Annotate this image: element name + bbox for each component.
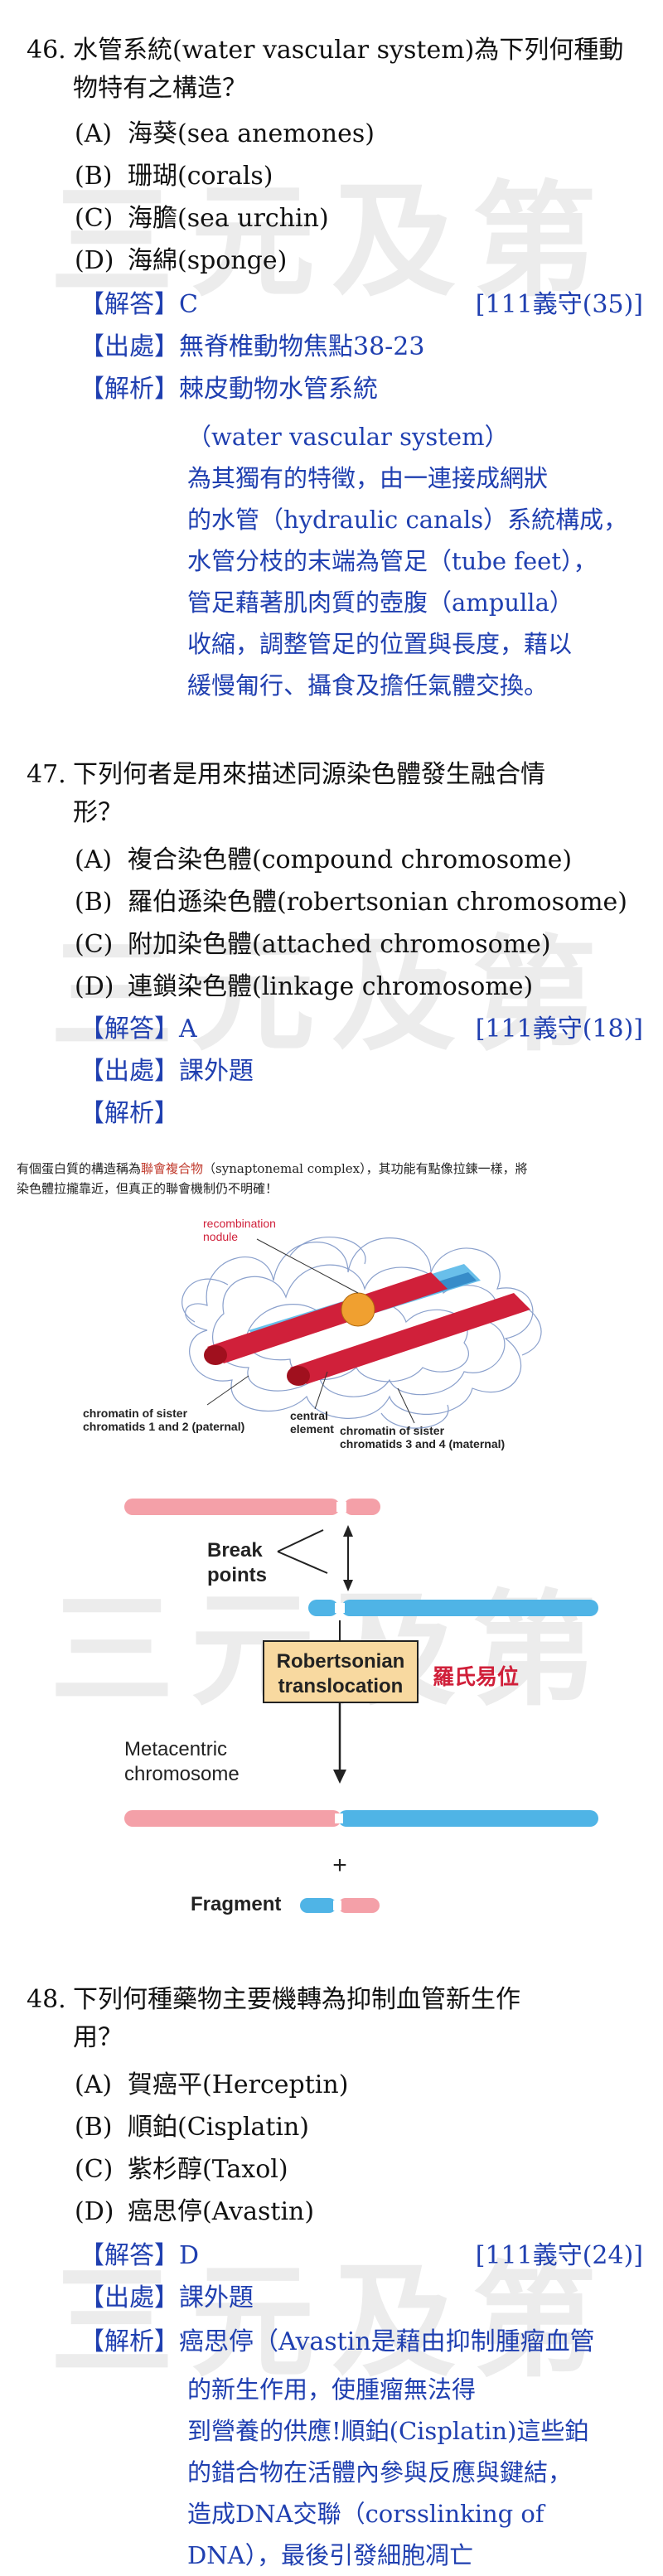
label-metacentric: Metacentric: [124, 1738, 227, 1760]
q46-option-d: (D)海綿(sponge): [75, 246, 288, 275]
label-break-points: points: [207, 1564, 267, 1586]
q47-stem: 47.下列何者是用來描述同源染色體發生融合情 形？: [27, 756, 640, 832]
chromatid-bars: [204, 1272, 530, 1386]
watermark-text: 三元及第: [49, 2250, 613, 2394]
q46-option-a: (A)海葵(sea anemones): [75, 119, 375, 148]
label-paternal: chromatin of sister: [83, 1407, 188, 1420]
watermark-text: 三元及第: [49, 924, 613, 1068]
q47-stem-line2: 形？: [73, 798, 123, 827]
box-label: Robertsonian: [277, 1650, 405, 1673]
box-label: translocation: [278, 1675, 404, 1697]
q47-option-a: (A)複合染色體(compound chromosome): [75, 845, 573, 874]
q48-explanation-head: 【解析】癌思停（Avastin是藉由抑制腫瘤血管: [80, 2327, 595, 2356]
q46-answer: 【解答】C [111義守(35)]: [80, 287, 643, 323]
note-highlight: 聯會複合物: [141, 1161, 204, 1176]
q47-option-c: (C)附加染色體(attached chromosome): [75, 930, 551, 959]
q48-answer-value: D: [179, 2241, 200, 2270]
label-break-points: Break: [207, 1539, 263, 1562]
q46-stem-line2: 物特有之構造？: [73, 74, 247, 103]
box-label-zh: 羅氏易位: [433, 1664, 519, 1689]
q47-stem-line1: 下列何者是用來描述同源染色體發生融合情: [73, 760, 545, 789]
q46-explanation-body: （water vascular system） 為其獨有的特徵，由一連接成網狀 …: [187, 423, 628, 700]
q46-number: 46.: [27, 36, 66, 65]
translocation-box: [263, 1640, 419, 1703]
recombination-nodule: [341, 1292, 375, 1327]
q48-stem-line2: 用？: [73, 2023, 123, 2052]
q48-reference: [111義守(24)]: [475, 2241, 643, 2270]
q46-answer-value: C: [179, 290, 198, 319]
q47-option-d: (D)連鎖染色體(linkage chromosome): [75, 972, 534, 1001]
label-metacentric: chromosome: [124, 1763, 240, 1785]
q48-number: 48.: [27, 1985, 66, 2014]
q46-reference: [111義守(35)]: [475, 290, 643, 319]
q47-source: 【出處】課外題: [80, 1057, 254, 1086]
q46-explanation-head: 【解析】棘皮動物水管系統: [80, 375, 378, 404]
q46-stem: 46.水管系統(water vascular system)為下列何種動 物特有…: [27, 31, 640, 108]
label-central-element: central: [290, 1409, 328, 1422]
watermark-text: 三元及第: [49, 170, 613, 314]
q48-option-c: (C)紫杉醇(Taxol): [75, 2155, 288, 2184]
chromosome-blue: [308, 1600, 598, 1616]
label-recombination-nodule: nodule: [203, 1230, 238, 1243]
q46-source: 【出處】無脊椎動物焦點38-23: [80, 332, 425, 361]
q47-answer: 【解答】A [111義守(18)]: [80, 1011, 643, 1048]
label-maternal: chromatin of sister: [340, 1424, 445, 1437]
robertsonian-translocation-figure: Break points Robertsonian translocation …: [124, 1499, 598, 1915]
q46-option-c: (C)海膽(sea urchin): [75, 204, 329, 233]
q48-option-a: (A)賀癌平(Herceptin): [75, 2070, 349, 2099]
label-fragment: Fragment: [191, 1893, 281, 1915]
chromatin-loops: [181, 1237, 542, 1429]
synaptonemal-complex-figure: recombination nodule chromatin of sister…: [83, 1217, 542, 1450]
q48-answer: 【解答】D [111義守(24)]: [80, 2238, 643, 2274]
label-central-element: element: [290, 1422, 334, 1436]
q48-explanation-body: 的新生作用，使腫瘤無法得 到營養的供應!順鉑(Cisplatin)這些鉑 的錯合…: [187, 2375, 589, 2569]
q48-stem-line1: 下列何種藥物主要機轉為抑制血管新生作: [73, 1985, 520, 2014]
q47-answer-value: A: [179, 1014, 197, 1043]
label-maternal: chromatids 3 and 4 (maternal): [340, 1437, 505, 1450]
q47-explanation-head: 【解析】: [80, 1099, 179, 1128]
q48-option-d: (D)癌思停(Avastin): [75, 2197, 315, 2226]
q48-option-b: (B)順鉑(Cisplatin): [75, 2113, 310, 2142]
q48-stem: 48.下列何種藥物主要機轉為抑制血管新生作 用？: [27, 1981, 640, 2057]
q46-option-b: (B)珊瑚(corals): [75, 162, 273, 191]
q48-source: 【出處】課外題: [80, 2283, 254, 2312]
q47-number: 47.: [27, 760, 66, 789]
fragment-chromosome: [300, 1898, 380, 1913]
label-recombination-nodule: recombination: [203, 1217, 276, 1230]
plus-sign: +: [332, 1852, 347, 1879]
metacentric-chromosome: [124, 1810, 598, 1827]
q47-reference: [111義守(18)]: [475, 1014, 643, 1043]
q46-stem-line1: 水管系統(water vascular system)為下列何種動: [73, 36, 624, 65]
chromosome-top-pink: [124, 1499, 380, 1515]
q47-option-b: (B)羅伯遜染色體(robertsonian chromosome): [75, 888, 627, 917]
synaptonemal-note: 有個蛋白質的構造稱為聯會複合物（synaptonemal complex），其功…: [17, 1161, 528, 1196]
label-paternal: chromatids 1 and 2 (paternal): [83, 1420, 244, 1433]
